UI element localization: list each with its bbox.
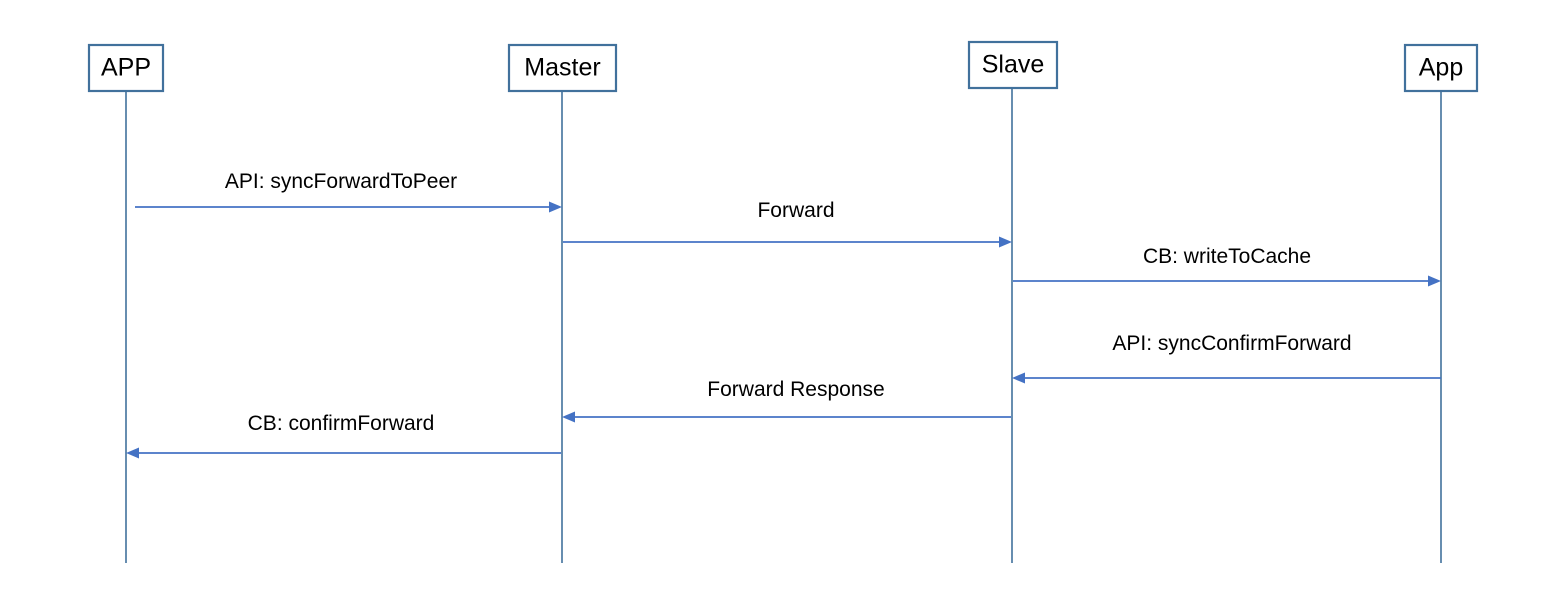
message-m4[interactable]: API: syncConfirmForward — [1012, 332, 1441, 384]
message-m1[interactable]: API: syncForwardToPeer — [135, 170, 562, 213]
participant-label-app-right: App — [1419, 54, 1463, 82]
message-m5[interactable]: Forward Response — [562, 378, 1011, 423]
message-label-m6: CB: confirmForward — [248, 412, 435, 435]
participant-box-app-right[interactable] — [1403, 43, 1479, 93]
message-label-m1: API: syncForwardToPeer — [225, 170, 457, 193]
message-label-m2: Forward — [757, 199, 834, 222]
lifeline-app-right[interactable]: App — [1403, 43, 1479, 93]
participant-box-master[interactable] — [507, 43, 618, 93]
participant-label-master: Master — [524, 54, 600, 82]
participant-box-slave[interactable] — [967, 40, 1059, 90]
participant-label-app-left: APP — [101, 54, 151, 82]
message-arrowhead-m3 — [1428, 275, 1441, 287]
lifeline-slave[interactable]: Slave — [967, 40, 1059, 90]
message-arrowhead-m5 — [562, 411, 575, 423]
message-m6[interactable]: CB: confirmForward — [126, 412, 561, 459]
participant-label-slave: Slave — [982, 51, 1045, 79]
lifeline-app-left[interactable]: APP — [87, 43, 165, 93]
message-label-m3: CB: writeToCache — [1143, 245, 1311, 268]
message-m2[interactable]: Forward — [563, 199, 1012, 248]
lifelines-layer: APP Master Slave App — [87, 40, 1479, 563]
message-arrowhead-m4 — [1012, 372, 1025, 384]
message-arrowhead-m1 — [549, 201, 562, 213]
message-arrowhead-m6 — [126, 447, 139, 459]
message-m3[interactable]: CB: writeToCache — [1013, 245, 1441, 287]
message-arrowhead-m2 — [999, 236, 1012, 248]
message-label-m4: API: syncConfirmForward — [1112, 332, 1351, 355]
message-label-m5: Forward Response — [707, 378, 884, 401]
participant-box-app-left[interactable] — [87, 43, 165, 93]
lifeline-master[interactable]: Master — [507, 43, 618, 93]
